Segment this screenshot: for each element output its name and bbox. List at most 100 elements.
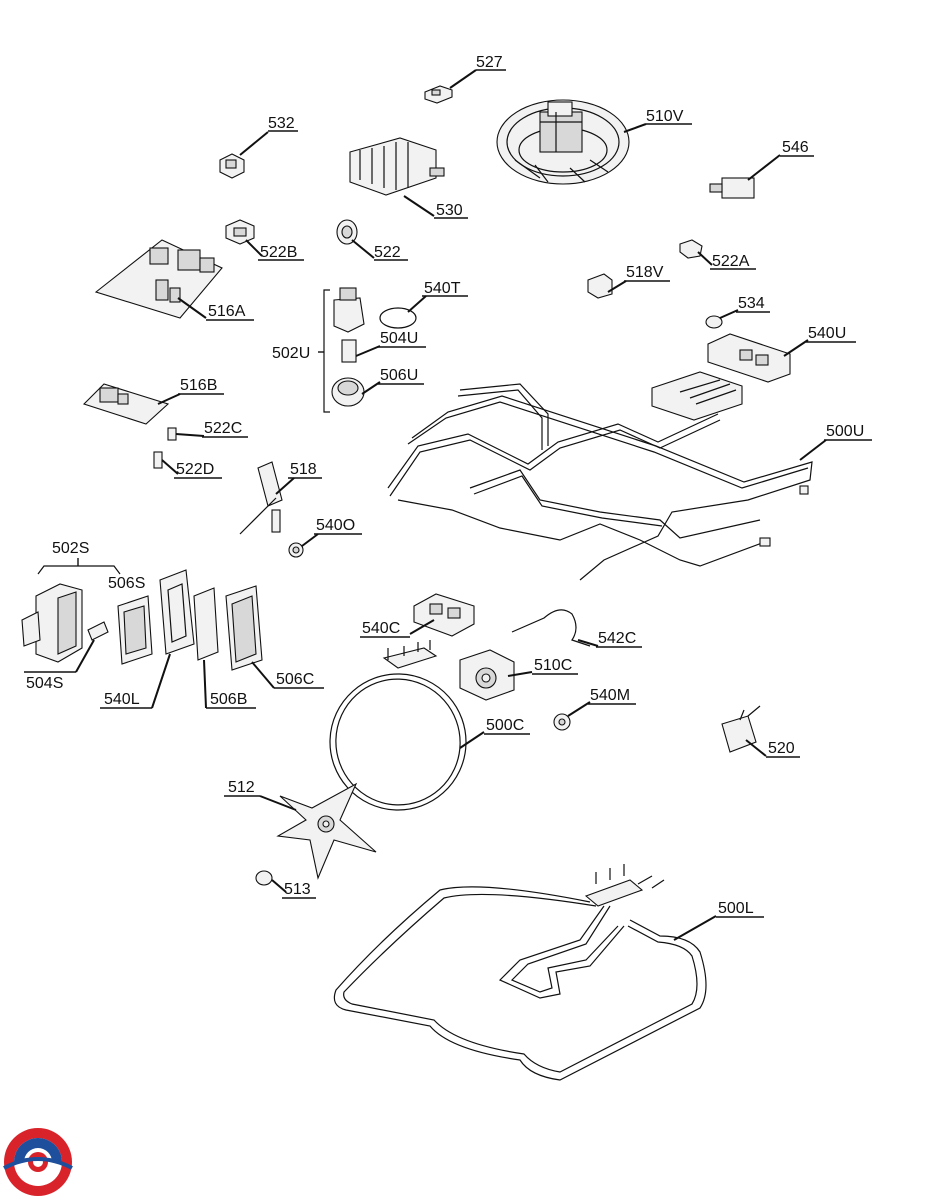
callout-530: 530 xyxy=(403,195,468,219)
label-532: 532 xyxy=(268,115,295,132)
callout-516B: 516B xyxy=(157,377,224,405)
label-506C: 506C xyxy=(276,671,314,688)
label-502U: 502U xyxy=(272,345,310,362)
callout-506C: 506C xyxy=(251,661,324,689)
part-510V-fan xyxy=(496,99,630,185)
label-510V: 510V xyxy=(646,108,684,125)
part-540O xyxy=(288,542,304,558)
part-546 xyxy=(709,177,755,199)
callout-527: 527 xyxy=(449,54,506,89)
label-500U: 500U xyxy=(826,423,864,440)
label-546: 546 xyxy=(782,139,809,156)
label-506B: 506B xyxy=(210,691,247,708)
label-516A: 516A xyxy=(208,303,246,320)
brand-logo xyxy=(3,1128,73,1196)
label-527: 527 xyxy=(476,54,503,71)
callout-522: 522 xyxy=(351,239,408,261)
callout-500C: 500C xyxy=(459,717,530,749)
bracket-502S: 502S 506S xyxy=(37,540,145,592)
callout-518: 518 xyxy=(275,461,322,495)
label-530: 530 xyxy=(436,202,463,219)
label-512: 512 xyxy=(228,779,255,796)
part-506C-frame xyxy=(225,585,263,671)
callout-522A: 522A xyxy=(697,251,756,270)
label-540U: 540U xyxy=(808,325,846,342)
part-502S-lamp xyxy=(21,583,83,663)
part-540T-gasket xyxy=(379,307,417,329)
part-542C-sensor xyxy=(511,609,591,647)
label-513: 513 xyxy=(284,881,311,898)
part-500U-element xyxy=(387,371,813,581)
part-504S-bulb xyxy=(87,621,109,641)
part-506S-cover xyxy=(117,595,153,665)
part-527 xyxy=(424,85,453,104)
part-532 xyxy=(219,153,245,179)
callout-522B: 522B xyxy=(245,239,304,261)
label-504U: 504U xyxy=(380,330,418,347)
label-500L: 500L xyxy=(718,900,754,917)
part-540M xyxy=(553,713,571,731)
label-504S: 504S xyxy=(26,675,63,692)
callout-510C: 510C xyxy=(507,657,578,677)
label-522D: 522D xyxy=(176,461,214,478)
label-540T: 540T xyxy=(424,280,461,297)
part-534 xyxy=(705,315,723,329)
label-516B: 516B xyxy=(180,377,217,394)
part-516A-board xyxy=(94,239,223,319)
part-540C-gasket xyxy=(413,593,475,637)
callout-520: 520 xyxy=(745,739,800,758)
label-542C: 542C xyxy=(598,630,636,647)
callout-510V: 510V xyxy=(623,108,692,133)
part-540U-gasket xyxy=(707,333,791,383)
callout-500U: 500U xyxy=(799,423,872,461)
label-522B: 522B xyxy=(260,244,297,261)
label-520: 520 xyxy=(768,740,795,757)
label-518: 518 xyxy=(290,461,317,478)
callout-542C: 542C xyxy=(577,630,642,648)
part-500L-element xyxy=(333,864,707,1081)
callout-540M: 540M xyxy=(567,687,636,717)
label-502S: 502S xyxy=(52,540,89,557)
callout-540L: 540L xyxy=(100,653,171,709)
callout-506U: 506U xyxy=(361,367,424,395)
part-506B-glass xyxy=(193,587,219,661)
callout-516A: 516A xyxy=(177,297,254,321)
part-518V xyxy=(587,273,613,299)
label-522A: 522A xyxy=(712,253,750,270)
label-540L: 540L xyxy=(104,691,140,708)
bracket-502U: 502U xyxy=(272,289,330,413)
label-540C: 540C xyxy=(362,620,400,637)
label-506S: 506S xyxy=(108,575,145,592)
label-540O: 540O xyxy=(316,517,355,534)
callout-540U: 540U xyxy=(783,325,856,357)
callout-532: 532 xyxy=(239,115,298,156)
part-540L-gasket xyxy=(159,569,195,655)
part-516B-board xyxy=(82,383,170,425)
part-502U-lamp xyxy=(333,287,365,333)
label-506U: 506U xyxy=(380,367,418,384)
part-522A xyxy=(679,239,703,259)
part-506U-cover xyxy=(331,377,365,407)
part-520-switch xyxy=(721,705,761,753)
part-522C xyxy=(167,427,177,441)
callout-504U: 504U xyxy=(355,330,426,357)
callout-540O: 540O xyxy=(301,517,362,547)
callout-522C: 522C xyxy=(175,420,248,438)
part-500C-element xyxy=(329,640,467,811)
label-500C: 500C xyxy=(486,717,524,734)
label-510C: 510C xyxy=(534,657,572,674)
callout-522D: 522D xyxy=(161,459,222,479)
part-522 xyxy=(336,219,358,245)
part-522B xyxy=(225,219,255,245)
label-522: 522 xyxy=(374,244,401,261)
callout-540T: 540T xyxy=(407,280,468,313)
callout-512: 512 xyxy=(224,779,297,811)
callout-513: 513 xyxy=(271,879,316,899)
callout-540C: 540C xyxy=(360,619,435,638)
part-512-fan-blade xyxy=(276,782,377,880)
part-518 xyxy=(239,461,283,535)
part-522D xyxy=(153,451,163,469)
callout-518V: 518V xyxy=(607,264,670,293)
